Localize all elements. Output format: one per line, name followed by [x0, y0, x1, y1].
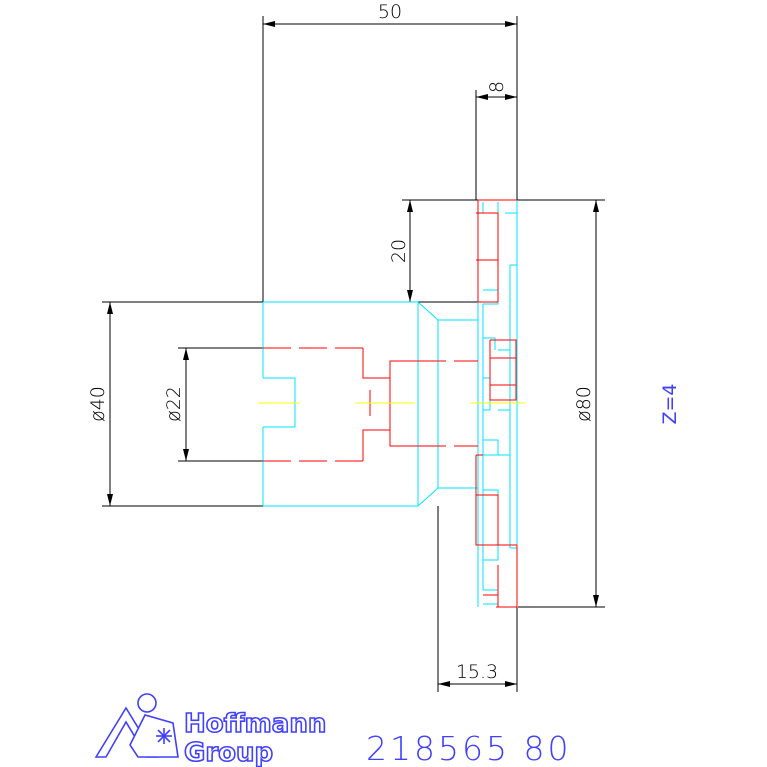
part-number: 218565 80: [366, 729, 571, 767]
dim-label-15-3: 15.3: [456, 661, 498, 683]
hidden-lines: [263, 199, 518, 608]
dim-label-diameter-22: ø22: [163, 386, 185, 422]
dim-label-20: 20: [388, 239, 410, 263]
dim-label-diameter-80: ø80: [573, 386, 595, 422]
dim-label-diameter-40: ø40: [87, 386, 109, 422]
logo-emblem-icon: [94, 693, 179, 758]
dimension-lines: [102, 16, 605, 692]
logo-line-2: Group: [184, 738, 273, 767]
logo-line-1: Hoffmann: [184, 709, 326, 739]
hoffmann-group-logo: Hoffmann Group: [94, 693, 327, 767]
dim-label-50: 50: [378, 1, 402, 23]
dim-label-8: 8: [486, 81, 508, 93]
teeth-count-label: Z=4: [659, 383, 681, 424]
